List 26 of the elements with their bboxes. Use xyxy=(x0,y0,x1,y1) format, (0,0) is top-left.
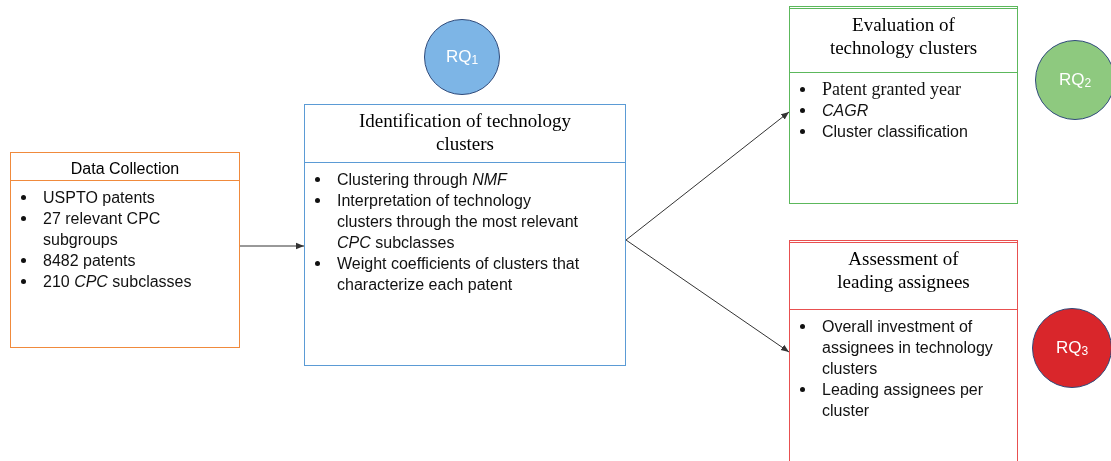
bullet-item: Weight coefficients of clusters that characterize each patent xyxy=(337,253,585,295)
arrow xyxy=(625,239,790,353)
bullet-item: 210 CPC subclasses xyxy=(43,271,235,292)
arrow xyxy=(625,111,790,241)
bullet-item: USPTO patents xyxy=(43,187,235,208)
bullet-item: CAGR xyxy=(822,100,1013,121)
bullet-item: Patent granted year xyxy=(822,79,1013,100)
bullet-item: Cluster classification xyxy=(822,121,1013,142)
box-heading: Data Collection xyxy=(11,153,239,181)
bullet-item: Clustering through NMF xyxy=(337,169,585,190)
process-box xyxy=(789,6,1018,204)
question-label: RQ$_{1}$ xyxy=(445,47,479,67)
box-heading: Identification of technology clusters xyxy=(305,105,625,163)
process-box xyxy=(10,152,240,348)
box-heading: Assessment of leading assignees xyxy=(790,243,1017,310)
bullet-item: Leading assignees per cluster xyxy=(822,379,1013,421)
process-box xyxy=(789,240,1018,461)
process-box xyxy=(304,104,626,366)
bullet-item: 8482 patents xyxy=(43,250,235,271)
bullet-item: Interpretation of technology clusters through the most relevant CPC subclasses xyxy=(337,190,585,253)
bullet-item: Overall investment of assignees in technology clusters xyxy=(822,316,1013,379)
bullet-item: 27 relevant CPC subgroups xyxy=(43,208,235,250)
arrow xyxy=(239,242,305,250)
question-label: RQ$_{3}$ xyxy=(1055,338,1089,358)
box-heading: Evaluation of technology clusters xyxy=(790,9,1017,73)
question-label: RQ$_{2}$ xyxy=(1058,70,1092,90)
